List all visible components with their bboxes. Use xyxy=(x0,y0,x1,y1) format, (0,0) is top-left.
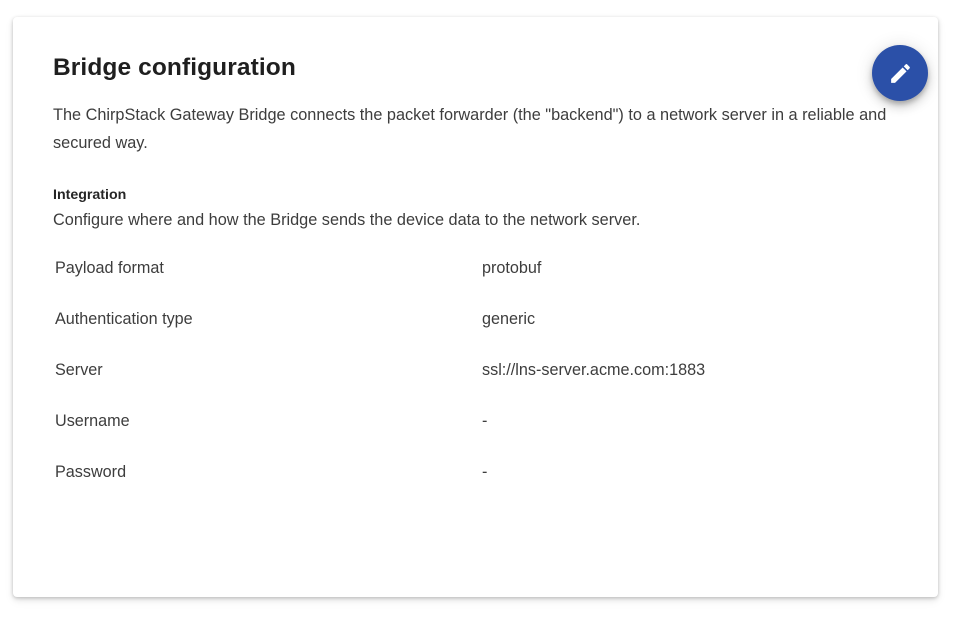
table-row: Password - xyxy=(55,461,910,512)
page-title: Bridge configuration xyxy=(53,54,296,81)
detail-value-password: - xyxy=(482,463,488,481)
table-row: Username - xyxy=(55,410,910,461)
detail-label-payload-format: Payload format xyxy=(55,259,164,277)
detail-value-server: ssl://lns-server.acme.com:1883 xyxy=(482,361,706,379)
detail-value-authentication-type: generic xyxy=(482,310,536,328)
detail-label-server: Server xyxy=(55,361,103,379)
pencil-icon xyxy=(888,61,913,86)
table-row: Authentication type generic xyxy=(55,308,910,359)
section-subtext-integration: Configure where and how the Bridge sends… xyxy=(53,211,641,229)
detail-label-password: Password xyxy=(55,463,127,481)
integration-details-table: Payload format protobuf Authentication t… xyxy=(33,257,910,512)
card-description: The ChirpStack Gateway Bridge connects t… xyxy=(53,106,887,152)
section-heading-integration: Integration xyxy=(53,187,127,203)
card-header: Bridge configuration xyxy=(33,41,928,101)
card-content: Bridge configuration The ChirpStack Gate… xyxy=(13,17,938,597)
table-row: Server ssl://lns-server.acme.com:1883 xyxy=(55,359,910,410)
detail-value-username: - xyxy=(482,412,488,430)
edit-button[interactable] xyxy=(872,45,928,101)
bridge-configuration-card: Bridge configuration The ChirpStack Gate… xyxy=(13,17,938,597)
detail-label-authentication-type: Authentication type xyxy=(55,310,193,328)
detail-label-username: Username xyxy=(55,412,130,430)
detail-value-payload-format: protobuf xyxy=(482,259,542,277)
table-row: Payload format protobuf xyxy=(55,257,910,308)
